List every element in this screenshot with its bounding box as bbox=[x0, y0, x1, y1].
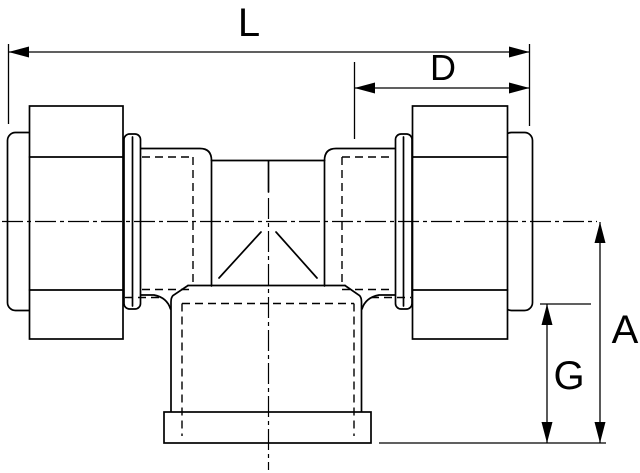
tee-body-outline bbox=[138, 147, 398, 413]
arrowhead-A-bottom bbox=[594, 422, 606, 443]
arrowhead-L-right bbox=[509, 46, 530, 58]
dimension-L: L bbox=[7, 1, 531, 126]
right-nut bbox=[411, 105, 509, 340]
hidden-lines bbox=[125, 156, 411, 436]
arrowhead-A-top bbox=[594, 222, 606, 243]
dimension-D: D bbox=[353, 47, 530, 139]
chamfer-diagonal-left bbox=[218, 231, 262, 279]
branch-flange bbox=[163, 411, 372, 444]
chamfer-diagonal-right bbox=[275, 231, 318, 279]
arrowhead-G-bottom bbox=[541, 422, 553, 443]
dimension-G-label: G bbox=[553, 354, 584, 398]
dimension-D-label: D bbox=[430, 47, 456, 88]
arrowhead-D-right bbox=[509, 82, 530, 94]
dimension-A: A bbox=[594, 222, 639, 443]
arrowhead-D-left bbox=[354, 82, 375, 94]
dimension-A-label: A bbox=[612, 308, 639, 352]
arrowhead-G-top bbox=[541, 304, 553, 325]
arrowhead-L-left bbox=[8, 46, 29, 58]
centerlines bbox=[2, 198, 597, 470]
left-nut bbox=[28, 105, 124, 340]
dimension-L-label: L bbox=[238, 1, 260, 45]
dimension-G: G bbox=[540, 303, 591, 443]
